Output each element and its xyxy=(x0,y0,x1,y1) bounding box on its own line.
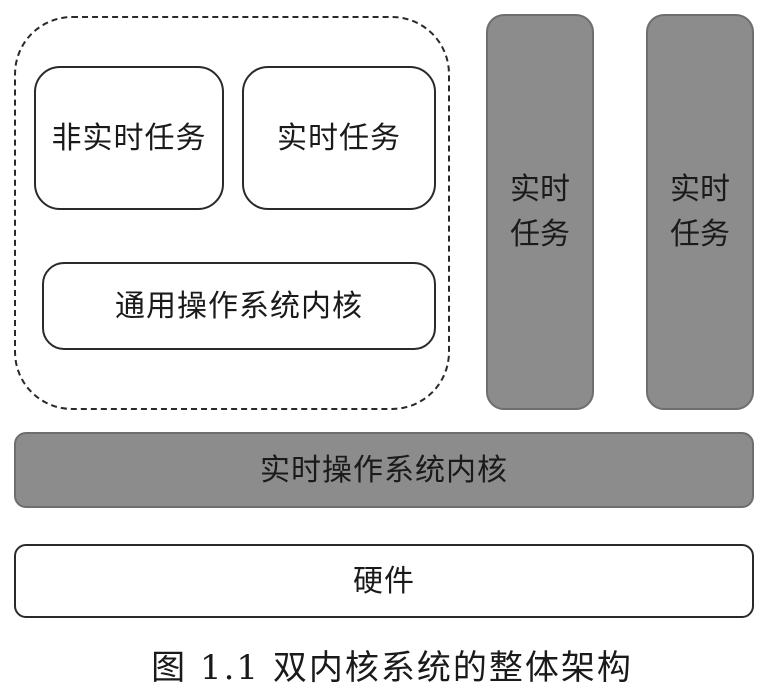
realtime-task-box: 实时任务 xyxy=(242,66,436,210)
figure-caption: 图 1.1 双内核系统的整体架构 xyxy=(151,648,633,688)
realtime-task-column-2-label: 实时任务 xyxy=(670,172,730,252)
realtime-task-label: 实时任务 xyxy=(277,120,401,156)
hardware-box: 硬件 xyxy=(14,544,754,618)
realtime-task-column-1: 实时任务 xyxy=(486,14,594,410)
general-os-kernel-box: 通用操作系统内核 xyxy=(42,262,436,350)
hardware-label: 硬件 xyxy=(353,563,415,599)
realtime-task-column-1-label: 实时任务 xyxy=(510,172,570,252)
rtos-kernel-box: 实时操作系统内核 xyxy=(14,432,754,508)
rtos-kernel-label: 实时操作系统内核 xyxy=(260,452,508,488)
general-os-kernel-label: 通用操作系统内核 xyxy=(115,288,363,324)
non-realtime-task-label: 非实时任务 xyxy=(51,120,207,156)
realtime-task-column-2: 实时任务 xyxy=(646,14,754,410)
general-os-group xyxy=(14,16,450,410)
non-realtime-task-box: 非实时任务 xyxy=(34,66,224,210)
